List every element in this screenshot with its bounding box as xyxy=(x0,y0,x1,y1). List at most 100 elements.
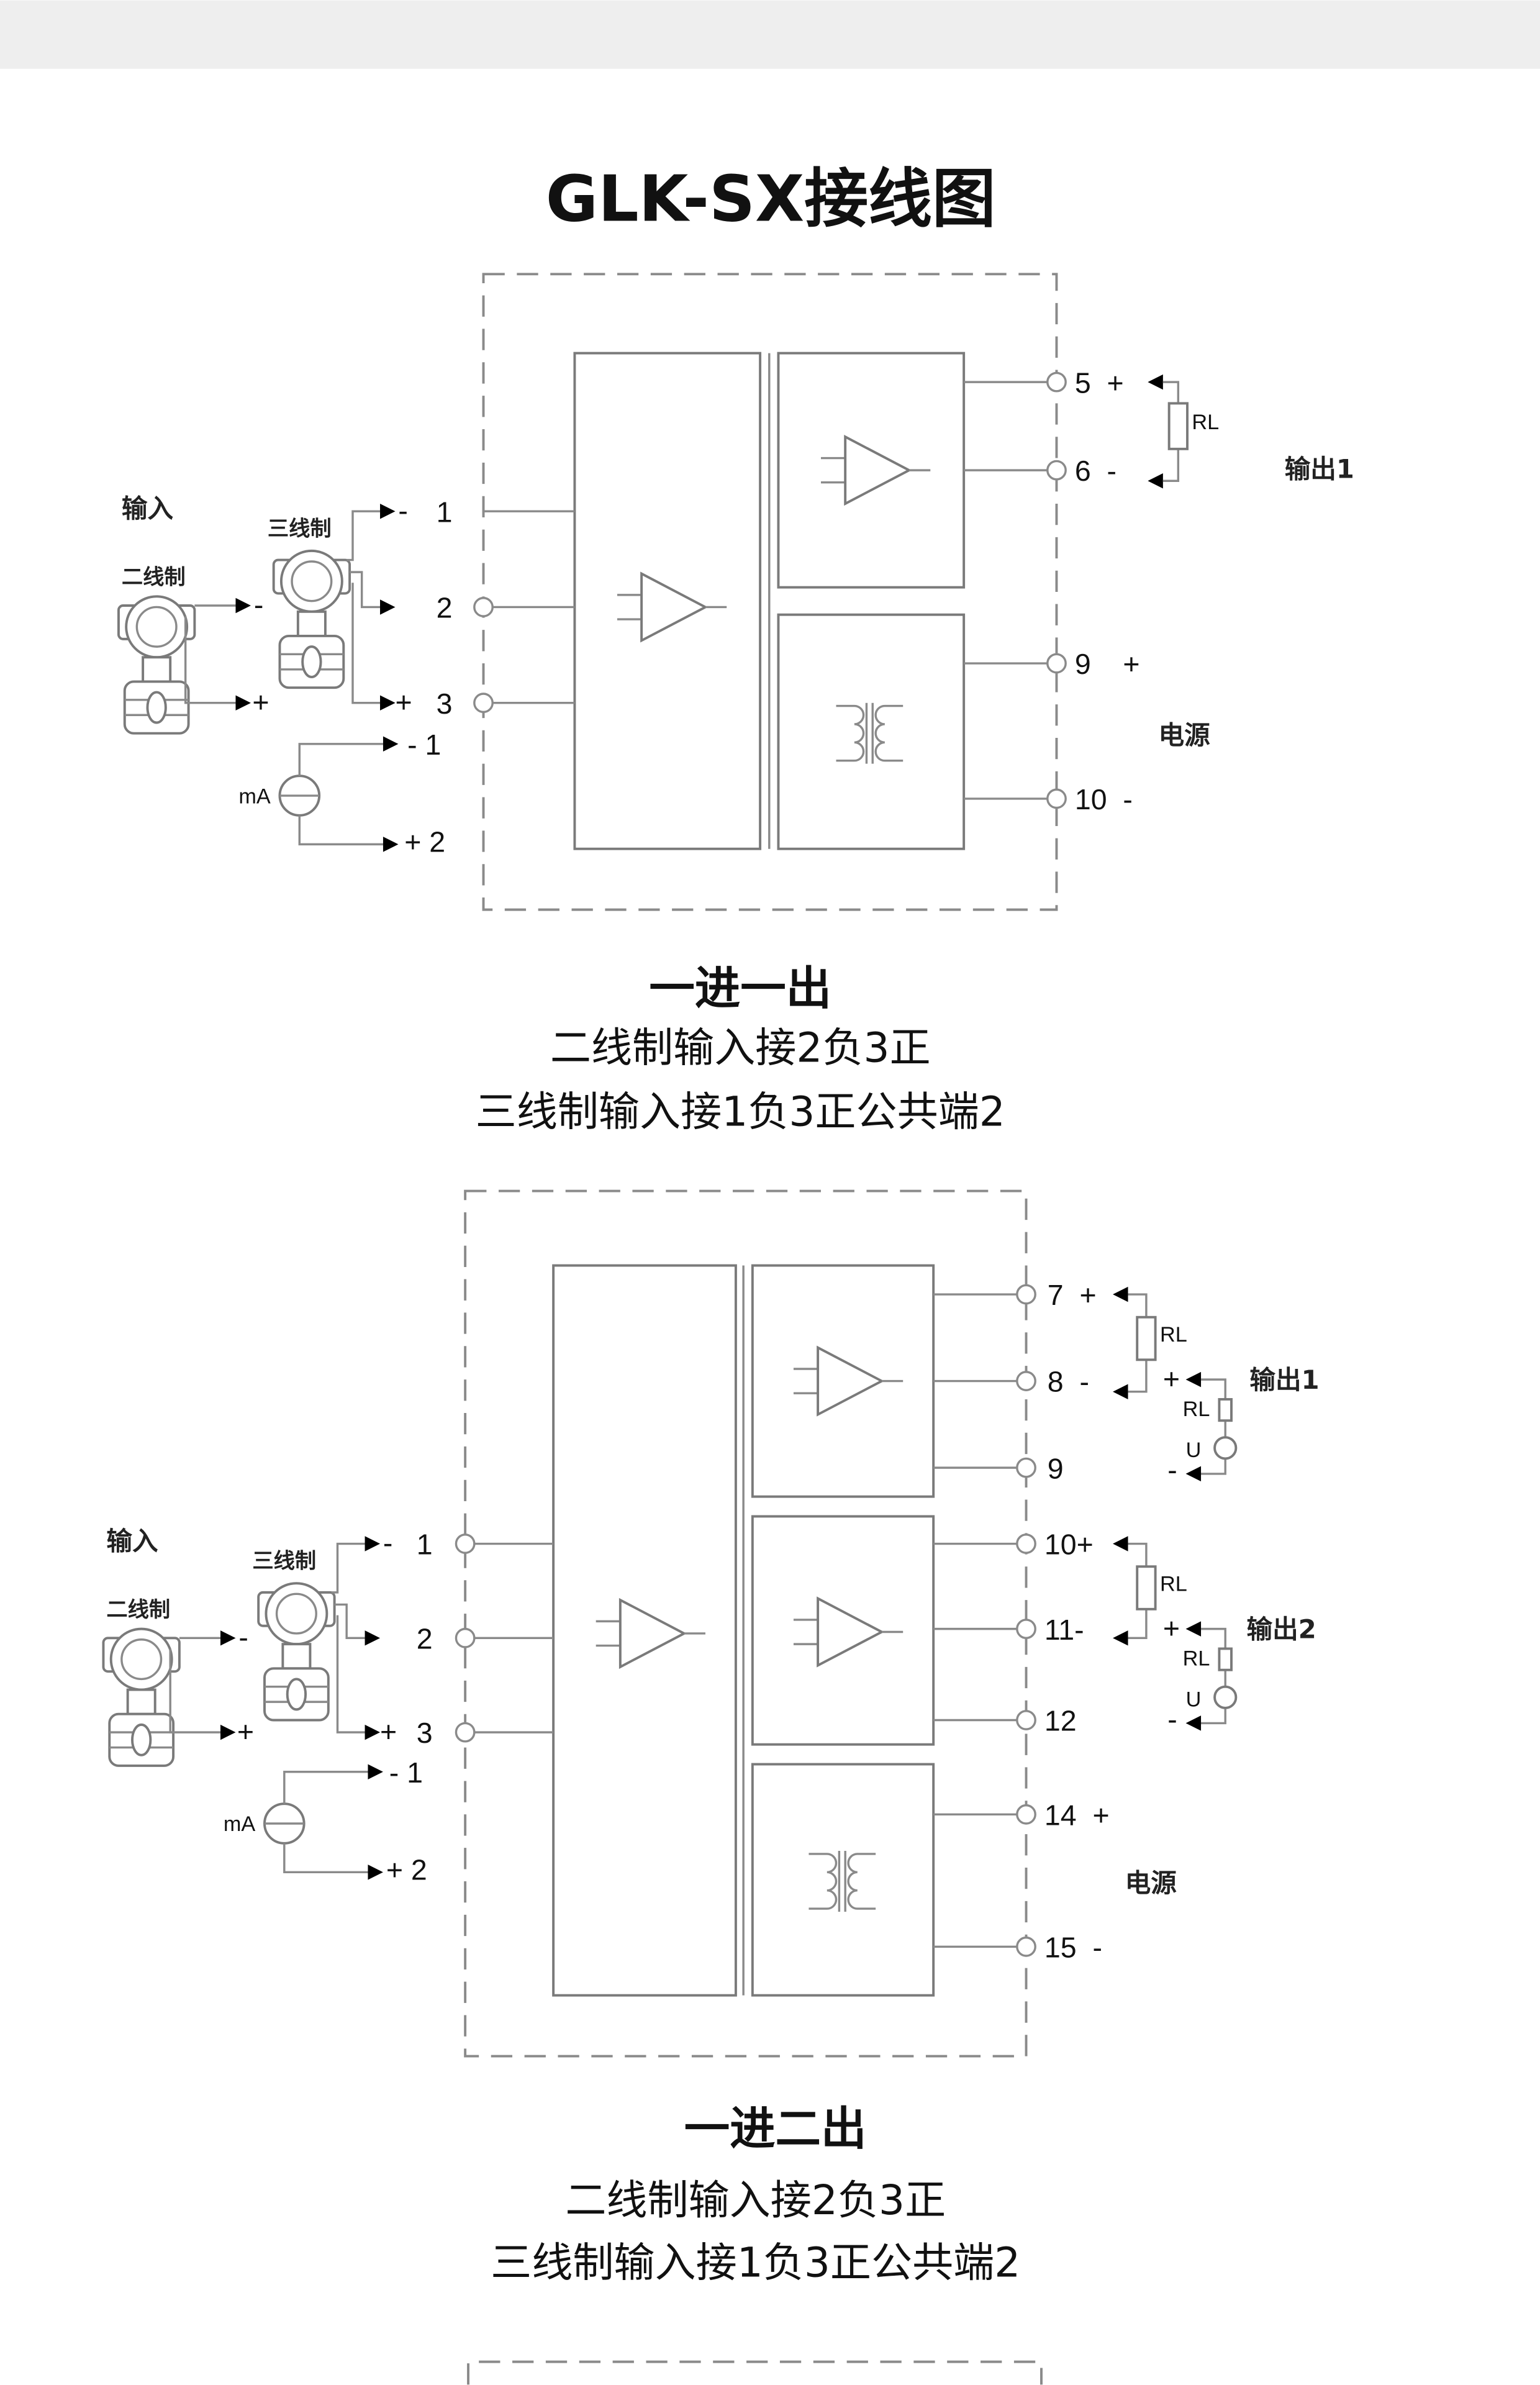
power-label: 电源 xyxy=(1125,1868,1177,1898)
power-transformer-block xyxy=(777,613,966,850)
arrow-icon xyxy=(368,1764,383,1779)
terminal-15 xyxy=(1016,1936,1036,1957)
arrow-icon xyxy=(365,1630,381,1646)
terminal-3 xyxy=(473,693,494,714)
terminal-label: 10+ xyxy=(1044,1529,1094,1561)
voltage-source-icon xyxy=(1213,1685,1238,1709)
arrow-icon xyxy=(365,1536,381,1551)
load-resistor-icon xyxy=(1136,1565,1157,1610)
load-resistor-icon xyxy=(1167,402,1189,450)
three-wire-plus: + xyxy=(380,1715,397,1748)
arrow-icon xyxy=(1113,1286,1128,1302)
terminal-label: 8 - xyxy=(1048,1366,1089,1398)
terminal-label: 15 - xyxy=(1044,1931,1102,1963)
output-section: 7 + 8 - 9 10+ 11- 12 14 + 15 - RL + RL xyxy=(933,1279,1320,1963)
terminal-10 xyxy=(1046,788,1067,809)
terminal-1-label: 1 xyxy=(437,496,453,528)
terminal-3-label: 3 xyxy=(437,688,453,720)
caption-title: 一进二出 xyxy=(684,2103,867,2156)
top-band xyxy=(0,0,1540,69)
minus-label: - xyxy=(1167,1454,1177,1486)
module-outline xyxy=(464,1189,1028,2058)
terminal-label: 9 + xyxy=(1075,648,1140,680)
three-wire-label: 三线制 xyxy=(268,516,332,541)
terminal-6 xyxy=(1046,460,1067,481)
three-wire-minus: - xyxy=(398,494,408,527)
input-section: 输入 三线制 二线制 - + - + 1 2 3 mA - 1 xyxy=(102,1525,554,1886)
arrow-icon xyxy=(1148,473,1163,489)
terminal-2 xyxy=(473,597,494,617)
terminal-label: 10 - xyxy=(1075,783,1133,815)
ma-minus-label: - 1 xyxy=(407,729,441,761)
load-label: RL xyxy=(1192,411,1219,434)
arrow-icon xyxy=(380,695,396,711)
next-diagram-outline xyxy=(467,2360,1043,2385)
terminal-9 xyxy=(1046,653,1067,674)
terminal-2-label: 2 xyxy=(417,1622,433,1655)
arrow-icon xyxy=(235,695,251,711)
ma-plus-label: + 2 xyxy=(386,1854,427,1886)
arrow-icon xyxy=(1113,1630,1128,1646)
plus-label: + xyxy=(1163,1612,1180,1644)
output1-label: 输出1 xyxy=(1285,453,1354,484)
two-wire-minus: - xyxy=(254,589,264,621)
terminal-1-label: 1 xyxy=(417,1529,433,1561)
two-wire-label: 二线制 xyxy=(122,565,186,590)
two-wire-minus: - xyxy=(238,1621,248,1653)
terminal-2 xyxy=(455,1627,476,1648)
terminal-label: 9 xyxy=(1048,1452,1064,1484)
input-section: 输入 三线制 二线制 - + - + 1 2 3 mA - 1 xyxy=(117,493,575,858)
terminal-12 xyxy=(1016,1710,1036,1730)
plus-label: + xyxy=(1163,1363,1180,1395)
three-wire-label: 三线制 xyxy=(252,1549,316,1574)
terminal-label: 5 + xyxy=(1075,366,1124,399)
arrow-icon xyxy=(1185,1621,1202,1637)
terminal-7 xyxy=(1016,1284,1036,1305)
three-wire-transmitter-icon xyxy=(257,1582,336,1722)
caption-title: 一进一出 xyxy=(649,962,831,1015)
terminal-8 xyxy=(1016,1371,1036,1391)
terminal-9 xyxy=(1016,1457,1036,1478)
load-label: RL xyxy=(1160,1323,1187,1347)
terminal-1 xyxy=(455,1533,476,1554)
arrow-icon xyxy=(220,1630,236,1646)
diagram-one-in-one-out: 输入 三线制 二线制 - + - + 1 2 3 mA - 1 xyxy=(117,273,1354,1135)
caption-line1: 二线制输入接2负3正 xyxy=(565,2176,946,2224)
ma-label: mA xyxy=(224,1812,256,1836)
two-wire-transmitter-icon xyxy=(102,1627,181,1767)
two-wire-plus: + xyxy=(252,686,269,718)
terminal-label: 6 - xyxy=(1075,455,1116,487)
terminal-11 xyxy=(1016,1619,1036,1640)
power-transformer-block xyxy=(751,1763,935,1997)
caption-line2: 三线制输入接1负3正公共端2 xyxy=(476,1088,1005,1135)
arrow-icon xyxy=(380,503,396,519)
three-wire-transmitter-icon xyxy=(272,549,351,689)
voltage-label: U xyxy=(1186,1438,1202,1462)
two-wire-transmitter-icon xyxy=(117,595,196,735)
load-resistor-icon xyxy=(1218,1647,1233,1671)
arrow-icon xyxy=(368,1865,383,1880)
arrow-icon xyxy=(235,597,251,614)
terminal-10 xyxy=(1016,1533,1036,1554)
terminal-label: 11- xyxy=(1044,1614,1084,1646)
terminal-label: 14 + xyxy=(1044,1799,1110,1831)
arrow-icon xyxy=(1185,1371,1202,1388)
arrow-icon xyxy=(383,736,399,752)
input-heading: 输入 xyxy=(122,493,174,524)
terminal-14 xyxy=(1016,1804,1036,1825)
arrow-icon xyxy=(220,1724,236,1740)
load-label: RL xyxy=(1160,1572,1187,1596)
arrow-icon xyxy=(365,1724,381,1740)
arrow-icon xyxy=(383,837,399,852)
arrow-icon xyxy=(1113,1384,1128,1399)
terminal-label: 12 xyxy=(1044,1705,1077,1737)
arrow-icon xyxy=(380,599,396,615)
terminal-label: 7 + xyxy=(1048,1279,1097,1311)
arrow-icon xyxy=(1148,374,1163,390)
minus-label: - xyxy=(1167,1703,1177,1735)
load-resistor-icon xyxy=(1218,1397,1233,1422)
module-outline xyxy=(482,273,1058,911)
voltage-label: U xyxy=(1186,1688,1202,1711)
output1-label: 输出1 xyxy=(1249,1365,1319,1395)
